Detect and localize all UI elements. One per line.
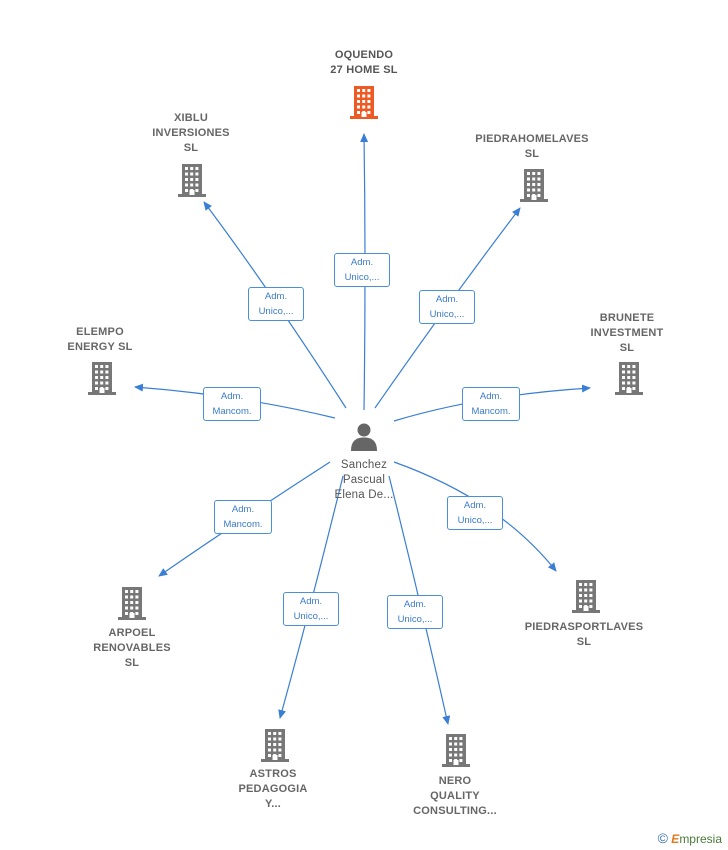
person-name-line: Pascual	[342, 474, 386, 486]
relation-label-line: Adm.	[220, 391, 244, 402]
relation-label-line: Unico,...	[293, 611, 329, 622]
relation-label-line: Mancom.	[471, 406, 511, 417]
company-label-line: 27 HOME SL	[330, 64, 398, 76]
company-label-line: INVESTMENT	[590, 327, 664, 339]
company-label-line: Y...	[264, 798, 282, 810]
company-label-elempo[interactable]: ELEMPO ENERGY SL	[35, 325, 165, 355]
company-node-brunete[interactable]	[614, 361, 644, 400]
brand-name: mpresia	[679, 832, 722, 846]
company-label-oquendo[interactable]: OQUENDO 27 HOME SL	[299, 48, 429, 78]
relation-label-nero[interactable]: Adm. Unico,...	[387, 595, 443, 629]
relation-label-line: Unico,...	[457, 515, 493, 526]
person-name-line: Elena De...	[334, 489, 394, 501]
relation-label-piedrasportlaves[interactable]: Adm. Unico,...	[447, 496, 503, 530]
relation-label-line: Mancom.	[212, 406, 252, 417]
company-node-arpoel[interactable]	[117, 586, 147, 625]
company-label-line: SL	[619, 342, 635, 354]
company-label-brunete[interactable]: BRUNETE INVESTMENT SL	[562, 311, 692, 356]
person-node-center[interactable]	[349, 421, 379, 456]
company-label-line: ENERGY SL	[67, 341, 133, 353]
building-icon	[88, 362, 116, 395]
relation-label-line: Adm.	[264, 291, 288, 302]
company-node-piedrahomelaves[interactable]	[519, 168, 549, 207]
relation-label-line: Adm.	[435, 294, 459, 305]
company-label-line: QUALITY	[430, 790, 480, 802]
building-icon	[520, 169, 548, 202]
relation-label-line: Adm.	[231, 504, 255, 515]
company-label-nero[interactable]: NERO QUALITY CONSULTING...	[390, 774, 520, 819]
company-label-line: NERO	[438, 775, 472, 787]
building-icon	[442, 734, 470, 767]
building-icon	[350, 86, 378, 119]
relation-label-brunete[interactable]: Adm. Mancom.	[462, 387, 520, 421]
company-label-line: ASTROS	[249, 768, 297, 780]
company-label-line: RENOVABLES	[93, 642, 171, 654]
building-icon	[572, 580, 600, 613]
relation-label-astros[interactable]: Adm. Unico,...	[283, 592, 339, 626]
relation-label-elempo[interactable]: Adm. Mancom.	[203, 387, 261, 421]
building-icon	[118, 587, 146, 620]
company-node-xiblu[interactable]	[177, 163, 207, 202]
relation-label-oquendo[interactable]: Adm. Unico,...	[334, 253, 390, 287]
company-label-astros[interactable]: ASTROS PEDAGOGIA Y...	[208, 767, 338, 812]
relation-label-arpoel[interactable]: Adm. Mancom.	[214, 500, 272, 534]
company-label-line: OQUENDO	[334, 49, 394, 61]
company-node-oquendo[interactable]	[349, 85, 379, 124]
company-label-line: ARPOEL	[108, 627, 156, 639]
relation-label-xiblu[interactable]: Adm. Unico,...	[248, 287, 304, 321]
relation-label-line: Adm.	[350, 257, 374, 268]
person-name-line: Sanchez	[340, 459, 388, 471]
company-label-xiblu[interactable]: XIBLU INVERSIONES SL	[126, 111, 256, 156]
relation-label-line: Mancom.	[223, 519, 263, 530]
empresia-brand[interactable]: © Empresia	[658, 830, 722, 846]
company-label-line: PEDAGOGIA	[238, 783, 308, 795]
brand-logo-letter: E	[671, 832, 680, 846]
relation-label-line: Unico,...	[429, 309, 465, 320]
relation-label-line: Adm.	[403, 599, 427, 610]
company-node-elempo[interactable]	[87, 361, 117, 400]
company-node-nero[interactable]	[441, 733, 471, 772]
relation-label-line: Unico,...	[344, 272, 380, 283]
company-label-line: SL	[183, 142, 199, 154]
company-label-piedrahomelaves[interactable]: PIEDRAHOMELAVES SL	[467, 132, 597, 162]
company-label-line: XIBLU	[174, 112, 208, 124]
relation-label-line: Adm.	[299, 596, 323, 607]
company-label-line: PIEDRAHOMELAVES	[475, 133, 589, 145]
company-label-line: BRUNETE	[599, 312, 655, 324]
relation-label-line: Adm.	[463, 500, 487, 511]
company-label-line: ELEMPO	[76, 326, 124, 338]
company-label-arpoel[interactable]: ARPOEL RENOVABLES SL	[67, 626, 197, 671]
company-label-line: CONSULTING...	[413, 805, 497, 817]
company-node-astros[interactable]	[260, 728, 290, 767]
copyright-icon: ©	[657, 830, 668, 846]
building-icon	[615, 362, 643, 395]
relation-label-line: Unico,...	[397, 614, 433, 625]
relation-label-line: Adm.	[479, 391, 503, 402]
company-label-line: INVERSIONES	[152, 127, 230, 139]
building-icon	[178, 164, 206, 197]
company-label-line: SL	[124, 657, 140, 669]
company-label-line: PIEDRASPORTLAVES	[524, 621, 644, 633]
building-icon	[261, 729, 289, 762]
relation-label-piedrahomelaves[interactable]: Adm. Unico,...	[419, 290, 475, 324]
company-label-line: SL	[576, 636, 592, 648]
company-label-line: SL	[524, 148, 540, 160]
company-node-piedrasportlaves[interactable]	[571, 579, 601, 618]
person-icon	[351, 423, 377, 451]
company-label-piedrasportlaves[interactable]: PIEDRASPORTLAVES SL	[519, 620, 649, 650]
relation-label-line: Unico,...	[258, 306, 294, 317]
